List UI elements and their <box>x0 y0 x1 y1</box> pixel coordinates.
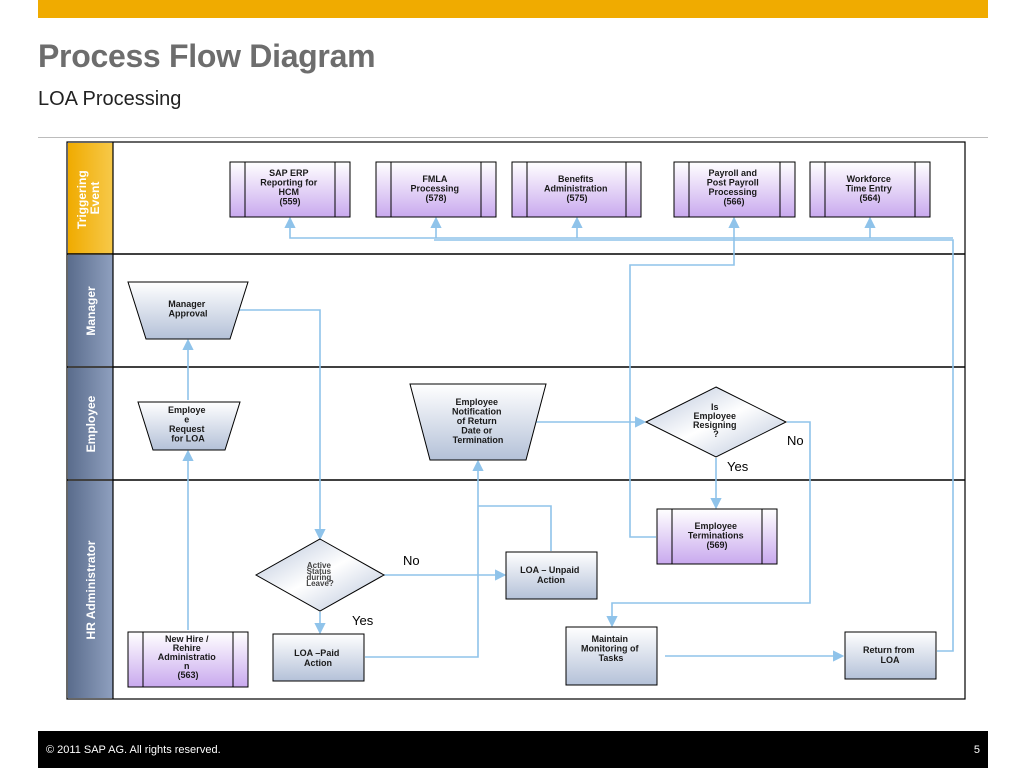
svg-text:Is Employee Resign: Is Employee Resigning ? <box>693 402 739 439</box>
label-no-resigning: No <box>787 433 804 448</box>
lane-header-manager <box>68 255 113 366</box>
lane-header-hr <box>68 481 113 698</box>
decision-active-status-during-leave[interactable]: Active Status during Leave? <box>254 538 386 612</box>
svg-text:Active Status duri: Active Status during Leave? <box>306 561 334 588</box>
node-employee-notification[interactable]: Employee Notification of Return Date or … <box>409 383 547 461</box>
svg-text:Employe e Request: Employe e Request for LOA <box>168 405 208 444</box>
node-benefits-administration[interactable]: Benefits Administration (575) <box>511 161 642 218</box>
node-loa-paid-action[interactable]: LOA –Paid Action <box>272 633 365 682</box>
decision-is-employee-resigning[interactable]: Is Employee Resigning ? <box>644 386 788 458</box>
node-workforce-time-entry[interactable]: Workforce Time Entry (564) <box>809 161 931 218</box>
title-divider <box>38 137 988 138</box>
node-employee-request-for-loa[interactable]: Employe e Request for LOA <box>137 401 241 451</box>
svg-text:Benefits Administration: Benefits Administration (575) <box>544 174 610 203</box>
page-subtitle: LOA Processing <box>38 88 182 110</box>
page-number: 5 <box>973 744 980 756</box>
svg-text:SAP ERP Reporting for: SAP ERP Reporting for HCM (559) <box>260 168 320 207</box>
lane-header-triggering <box>68 143 113 254</box>
svg-text:LOA –Paid Action: LOA –Paid Action <box>294 648 342 668</box>
svg-text:Employee Terminations: Employee Terminations (569) <box>688 521 746 550</box>
svg-text:Return from LOA: Return from LOA <box>863 645 917 665</box>
svg-text:Payroll and Post Payroll: Payroll and Post Payroll Processing (566… <box>707 168 762 207</box>
node-return-from-loa[interactable]: Return from LOA <box>844 631 937 680</box>
node-employee-terminations[interactable]: Employee Terminations (569) <box>656 508 778 565</box>
page-title: Process Flow Diagram <box>38 38 376 74</box>
svg-text:FMLA Processing (5: FMLA Processing (578) <box>410 174 461 203</box>
svg-text:Maintain Monitoring of: Maintain Monitoring of Tasks <box>581 634 641 663</box>
footer-bar: © 2011 SAP AG. All rights reserved. 5 <box>38 731 988 768</box>
svg-text:LOA – Unpaid Action: LOA – Unpaid Action <box>520 565 582 585</box>
node-maintain-monitoring-of-tasks[interactable]: Maintain Monitoring of Tasks <box>565 626 658 686</box>
node-new-hire-rehire-administration[interactable]: New Hire / Rehire Administratio n (563) <box>127 631 249 688</box>
label-yes-active-status: Yes <box>352 613 374 628</box>
footer-copyright: © 2011 SAP AG. All rights reserved. <box>46 744 221 756</box>
svg-text:Workforce Time Entry: Workforce Time Entry (564) <box>846 174 895 203</box>
svg-text:Employee Notification: Employee Notification of Return Date or … <box>452 397 504 445</box>
lane-title-manager: Manager <box>84 286 98 336</box>
lane-header-employee <box>68 368 113 479</box>
connectors <box>182 216 954 662</box>
node-sap-erp-reporting[interactable]: SAP ERP Reporting for HCM (559) <box>229 161 351 218</box>
label-yes-resigning: Yes <box>727 459 749 474</box>
svg-text:Manager Approval: Manager Approval <box>168 299 208 319</box>
node-manager-approval[interactable]: Manager Approval <box>127 281 249 340</box>
label-no-active-status: No <box>403 553 420 568</box>
lane-title-hr: HR Administrator <box>84 540 98 639</box>
node-payroll-processing[interactable]: Payroll and Post Payroll Processing (566… <box>673 161 796 218</box>
node-loa-unpaid-action[interactable]: LOA – Unpaid Action <box>505 551 598 600</box>
node-fmla-processing[interactable]: FMLA Processing (578) <box>375 161 497 218</box>
lane-title-employee: Employee <box>84 395 98 452</box>
top-accent-bar <box>38 0 988 18</box>
svg-text:New Hire / Rehire: New Hire / Rehire Administratio n (563) <box>158 634 219 680</box>
lane-title-triggering: Triggering Event <box>75 167 102 229</box>
